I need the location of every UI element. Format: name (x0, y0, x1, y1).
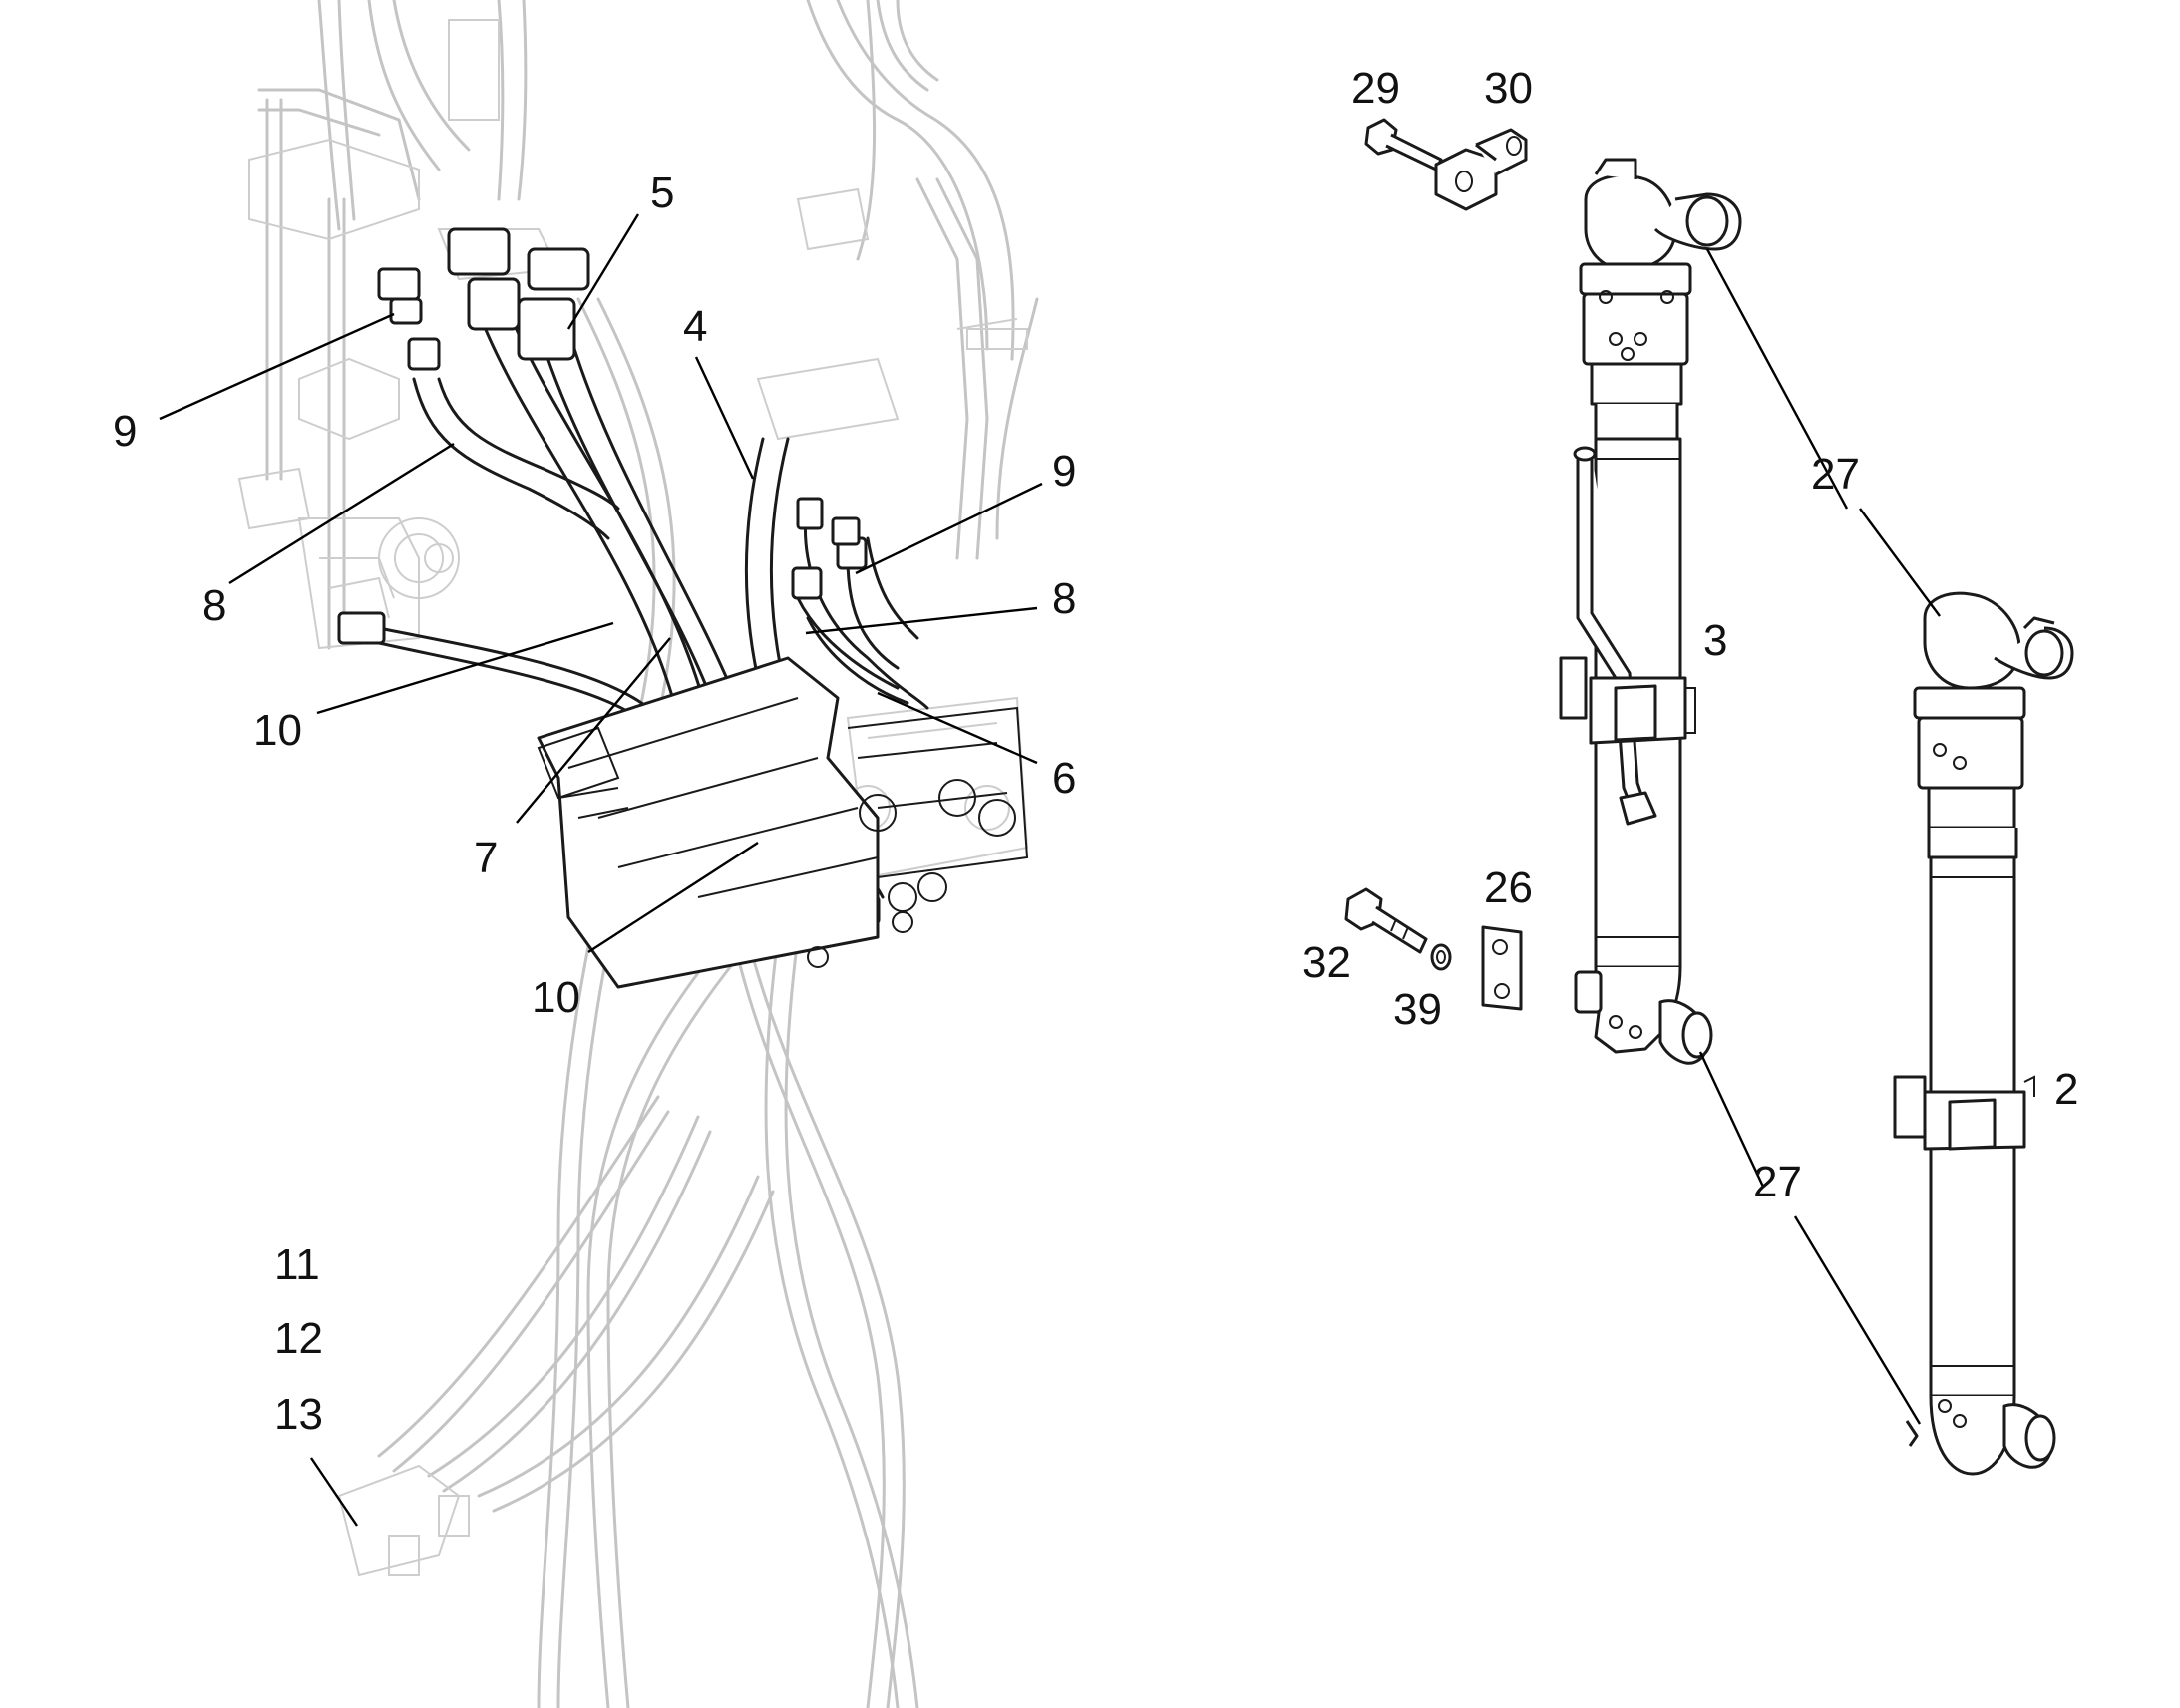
callout-8-left: 8 (202, 581, 226, 630)
callout-30: 30 (1484, 64, 1533, 113)
callout-9-right: 9 (1052, 447, 1076, 496)
callout-6: 6 (1052, 754, 1076, 803)
callout-11: 11 (274, 1240, 320, 1289)
callout-13: 13 (274, 1390, 323, 1439)
callout-2: 2 (2054, 1065, 2078, 1114)
callout-9-left: 9 (113, 407, 137, 456)
bracket-30 (1434, 128, 1528, 211)
ghost-hose-bundle (237, 0, 1039, 1708)
callout-3: 3 (1703, 616, 1727, 665)
callout-labels: 29 30 5 4 9 9 27 8 8 3 10 6 7 26 32 10 3… (113, 64, 2078, 1439)
callout-8-right: 8 (1052, 574, 1076, 623)
callout-7: 7 (474, 834, 498, 882)
callout-32: 32 (1302, 938, 1351, 987)
callout-5: 5 (650, 169, 674, 217)
cylinder-2 (1893, 591, 2074, 1476)
washer-39 (1430, 943, 1452, 971)
callout-29: 29 (1351, 64, 1400, 113)
callout-12: 12 (274, 1314, 323, 1363)
plate-26 (1481, 925, 1523, 1011)
callout-10-upper: 10 (253, 706, 302, 755)
callout-27-lower: 27 (1753, 1158, 1802, 1206)
leader-lines (159, 213, 1941, 1527)
cylinder-3 (1559, 158, 1742, 1065)
callout-10-lower: 10 (532, 973, 580, 1022)
callout-4: 4 (683, 302, 707, 351)
callout-26: 26 (1484, 863, 1533, 912)
callout-27-upper: 27 (1811, 450, 1860, 499)
callout-39: 39 (1393, 985, 1442, 1034)
bolt-29 (1364, 118, 1443, 171)
bolt-32 (1344, 887, 1428, 954)
